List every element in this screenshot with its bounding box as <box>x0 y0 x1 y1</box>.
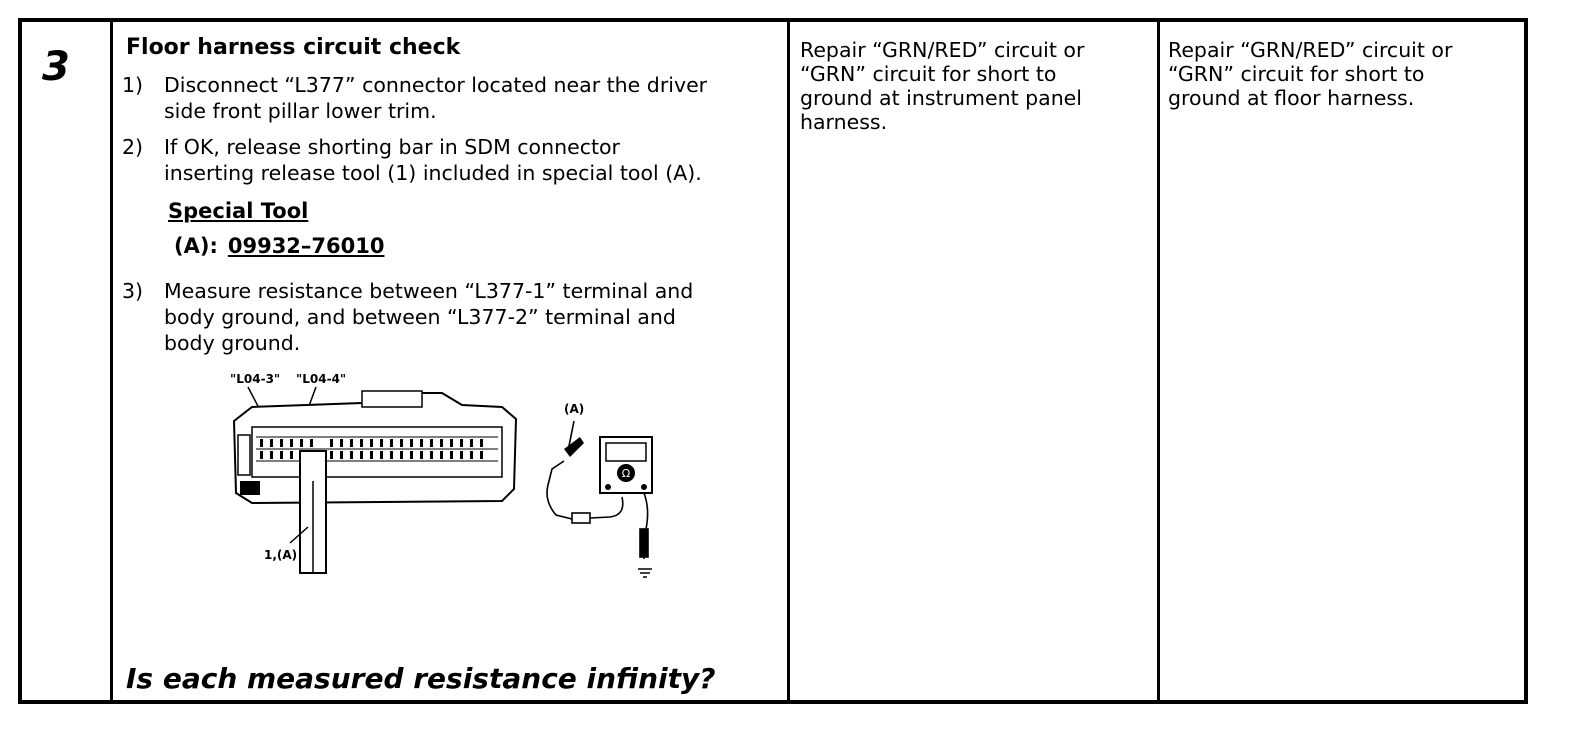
item-line: body ground, and between “L377-2” termin… <box>164 305 676 329</box>
step-number: 3 <box>42 44 70 90</box>
item-line: body ground. <box>164 331 301 355</box>
label-1a: 1,(A) <box>264 548 297 562</box>
ohmmeter-drawing: Ω <box>599 436 653 494</box>
column-divider <box>787 22 790 700</box>
step-title: Floor harness circuit check <box>126 35 461 60</box>
column-divider <box>1157 22 1160 700</box>
no-action-line: ground at floor harness. <box>1168 86 1415 110</box>
item-line: inserting release tool (1) included in s… <box>164 161 702 185</box>
leader-line <box>289 526 309 544</box>
label-a: (A) <box>564 402 584 416</box>
yes-action-line: “GRN” circuit for short to <box>800 62 1057 86</box>
procedure-table: 3 Floor harness circuit check 1) Disconn… <box>18 18 1528 704</box>
release-tool-drawing <box>299 450 327 574</box>
step-question: Is each measured resistance infinity? <box>126 662 716 695</box>
item-line: If OK, release shorting bar in SDM conne… <box>164 135 620 159</box>
item-number: 2) <box>122 135 144 159</box>
probe-lead-drawing <box>546 420 652 578</box>
no-action-line: “GRN” circuit for short to <box>1168 62 1425 86</box>
special-tool-label: Special Tool <box>168 199 309 223</box>
label-l04-3: "L04-3" <box>230 372 280 386</box>
yes-action-line: harness. <box>800 110 888 134</box>
column-divider <box>110 22 113 700</box>
special-tool-code: 09932–76010 <box>227 234 385 258</box>
yes-action-line: ground at instrument panel <box>800 86 1082 110</box>
item-number: 3) <box>122 279 144 303</box>
item-line: Disconnect “L377” connector located near… <box>164 73 708 97</box>
item-number: 1) <box>122 73 144 97</box>
probe-tip-icon <box>564 437 584 457</box>
special-tool-code-row: (A): 09932–76010 <box>174 234 384 258</box>
connector-measurement-figure: "L04-3" "L04-4" <box>230 372 653 578</box>
no-action-line: Repair “GRN/RED” circuit or <box>1168 38 1453 62</box>
item-line: Measure resistance between “L377-1” term… <box>164 279 694 303</box>
yes-action-line: Repair “GRN/RED” circuit or <box>800 38 1085 62</box>
svg-text:Ω: Ω <box>622 467 630 480</box>
sdm-connector-drawing <box>232 390 518 505</box>
item-line: side front pillar lower trim. <box>164 99 437 123</box>
label-l04-4: "L04-4" <box>296 372 346 386</box>
special-tool-prefix: (A): <box>174 234 218 258</box>
